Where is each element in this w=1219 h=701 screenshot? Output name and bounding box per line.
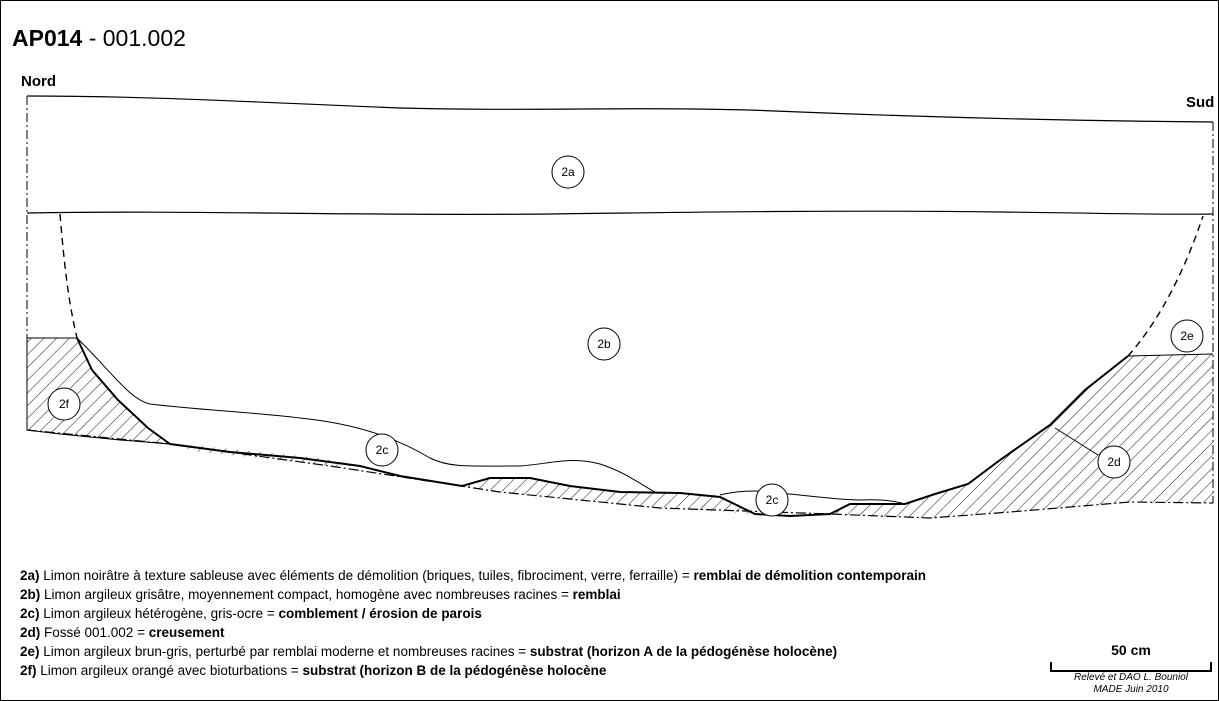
figure-title: AP014 - 001.002 — [12, 24, 186, 52]
legend-code: 2b) — [20, 587, 41, 602]
legend-description: Limon argileux grisâtre, moyennement com… — [40, 587, 573, 602]
legend-code: 2d) — [20, 625, 41, 640]
legend-interpretation: creusement — [148, 625, 225, 640]
interface-2a-2b — [26, 210, 1214, 216]
layer-2c-upper-boundary — [76, 337, 656, 493]
legend-item-2a: 2a) Limon noirâtre à texture sableuse av… — [20, 566, 926, 585]
legend-description: Fossé 001.002 = — [40, 625, 149, 640]
layer-2e-boundary — [1127, 353, 1214, 357]
legend-item-2f: 2f) Limon argileux orangé avec bioturbat… — [20, 661, 926, 680]
legend-item-2b: 2b) Limon argileux grisâtre, moyennement… — [20, 585, 926, 604]
legend-interpretation: substrat (horizon A de la pédogénèse hol… — [529, 644, 838, 659]
legend-interpretation: remblai de démolition contemporain — [693, 568, 926, 583]
legend-code: 2a) — [20, 568, 40, 583]
unit-label-2e: 2e — [1180, 329, 1194, 343]
legend-description: Limon argileux brun-gris, perturbé par r… — [39, 644, 530, 659]
legend-description: Limon argileux hétérogène, gris-ocre = — [39, 606, 279, 621]
legend: 2a) Limon noirâtre à texture sableuse av… — [20, 566, 926, 680]
unit-bubble-2b: 2b — [587, 327, 621, 361]
unit-bubble-2c-lower: 2c — [755, 483, 789, 517]
unit-bubble-2a: 2a — [551, 155, 585, 189]
legend-interpretation: remblai — [572, 587, 621, 602]
surface-line — [26, 95, 1214, 123]
unit-bubble-2f: 2f — [47, 387, 81, 421]
title-suffix: - 001.002 — [82, 25, 186, 51]
legend-description: Limon noirâtre à texture sableuse avec é… — [39, 568, 694, 583]
scale-label: 50 cm — [1111, 642, 1151, 658]
legend-item-2e: 2e) Limon argileux brun-gris, perturbé p… — [20, 642, 926, 661]
legend-interpretation: substrat (horizon B de la pédogénèse hol… — [302, 663, 607, 678]
orientation-north-label: Nord — [21, 73, 56, 90]
legend-interpretation: comblement / érosion de parois — [278, 606, 482, 621]
unit-label-2b: 2b — [597, 337, 611, 351]
legend-code: 2e) — [20, 644, 40, 659]
scale-bar: 50 cm — [1050, 642, 1212, 672]
unit-bubble-2e: 2e — [1170, 319, 1204, 353]
legend-item-2d: 2d) Fossé 001.002 = creusement — [20, 623, 926, 642]
legend-code: 2c) — [20, 606, 40, 621]
legend-item-2c: 2c) Limon argileux hétérogène, gris-ocre… — [20, 604, 926, 623]
credit-line-1: Relevé et DAO L. Bouniol — [1074, 672, 1188, 683]
trench-dashed-edge-south — [1127, 215, 1204, 357]
unit-label-2a: 2a — [561, 165, 575, 179]
unit-label-2c-upper: 2c — [376, 443, 389, 457]
legend-code: 2f) — [20, 663, 37, 678]
credit-line-2: MADE Juin 2010 — [1093, 684, 1169, 695]
unit-label-2c-lower: 2c — [766, 493, 779, 507]
credit: Relevé et DAO L. Bouniol MADE Juin 2010 — [1046, 672, 1216, 696]
layer-2c-lower-boundary — [719, 490, 906, 505]
title-code: AP014 — [12, 25, 83, 51]
legend-description: Limon argileux orangé avec bioturbations… — [36, 663, 303, 678]
scale-bar-line — [1050, 660, 1212, 672]
trench-dashed-edge-north — [59, 213, 78, 339]
unit-label-2d: 2d — [1107, 455, 1120, 469]
unit-bubble-2d: 2d — [1097, 445, 1131, 479]
unit-bubble-2c-upper: 2c — [365, 433, 399, 467]
unit-label-2f: 2f — [59, 397, 70, 411]
layer-2d-hatch-right — [830, 354, 1213, 518]
layer-2d-leader — [1054, 427, 1099, 456]
section-base-line — [26, 429, 1214, 519]
orientation-south-label: Sud — [1186, 94, 1215, 111]
layer-2d-hatch-middle — [462, 477, 755, 514]
